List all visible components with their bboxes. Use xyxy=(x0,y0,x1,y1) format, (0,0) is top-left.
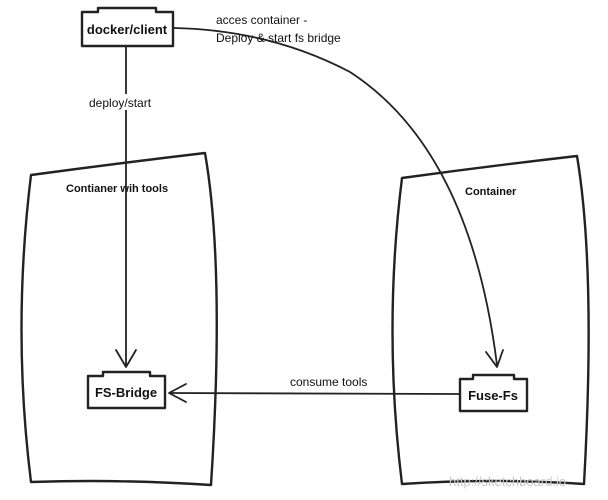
node-fs-bridge: FS-Bridge xyxy=(86,370,167,410)
node-fs-bridge-label: FS-Bridge xyxy=(95,385,157,400)
edge-access-arrowhead xyxy=(485,349,504,368)
edge-access-label-line2: Deploy & start fs bridge xyxy=(216,31,341,45)
edge-access-label-line1: acces container - xyxy=(216,13,307,27)
container-target-outline xyxy=(391,154,590,486)
container-tools-outline xyxy=(20,151,218,487)
container-tools-label: Contianer wih tools xyxy=(66,183,168,195)
edge-deploy-arrowhead xyxy=(115,349,137,368)
container-target-label: Container xyxy=(465,186,517,198)
watermark-text: http://sketchboard.io xyxy=(449,474,566,489)
node-docker-client: docker/client xyxy=(80,6,175,48)
node-docker-client-label: docker/client xyxy=(87,22,168,37)
edge-deploy-label: deploy/start xyxy=(89,96,152,110)
edge-consume-arrowhead xyxy=(168,383,187,403)
edge-consume-line xyxy=(169,392,461,395)
node-fuse-fs-label: Fuse-Fs xyxy=(468,388,518,403)
edge-access-curve xyxy=(173,27,498,366)
edge-deploy-label-bg xyxy=(88,94,152,110)
node-fuse-fs: Fuse-Fs xyxy=(458,373,529,413)
edge-consume-label: consume tools xyxy=(290,375,367,389)
